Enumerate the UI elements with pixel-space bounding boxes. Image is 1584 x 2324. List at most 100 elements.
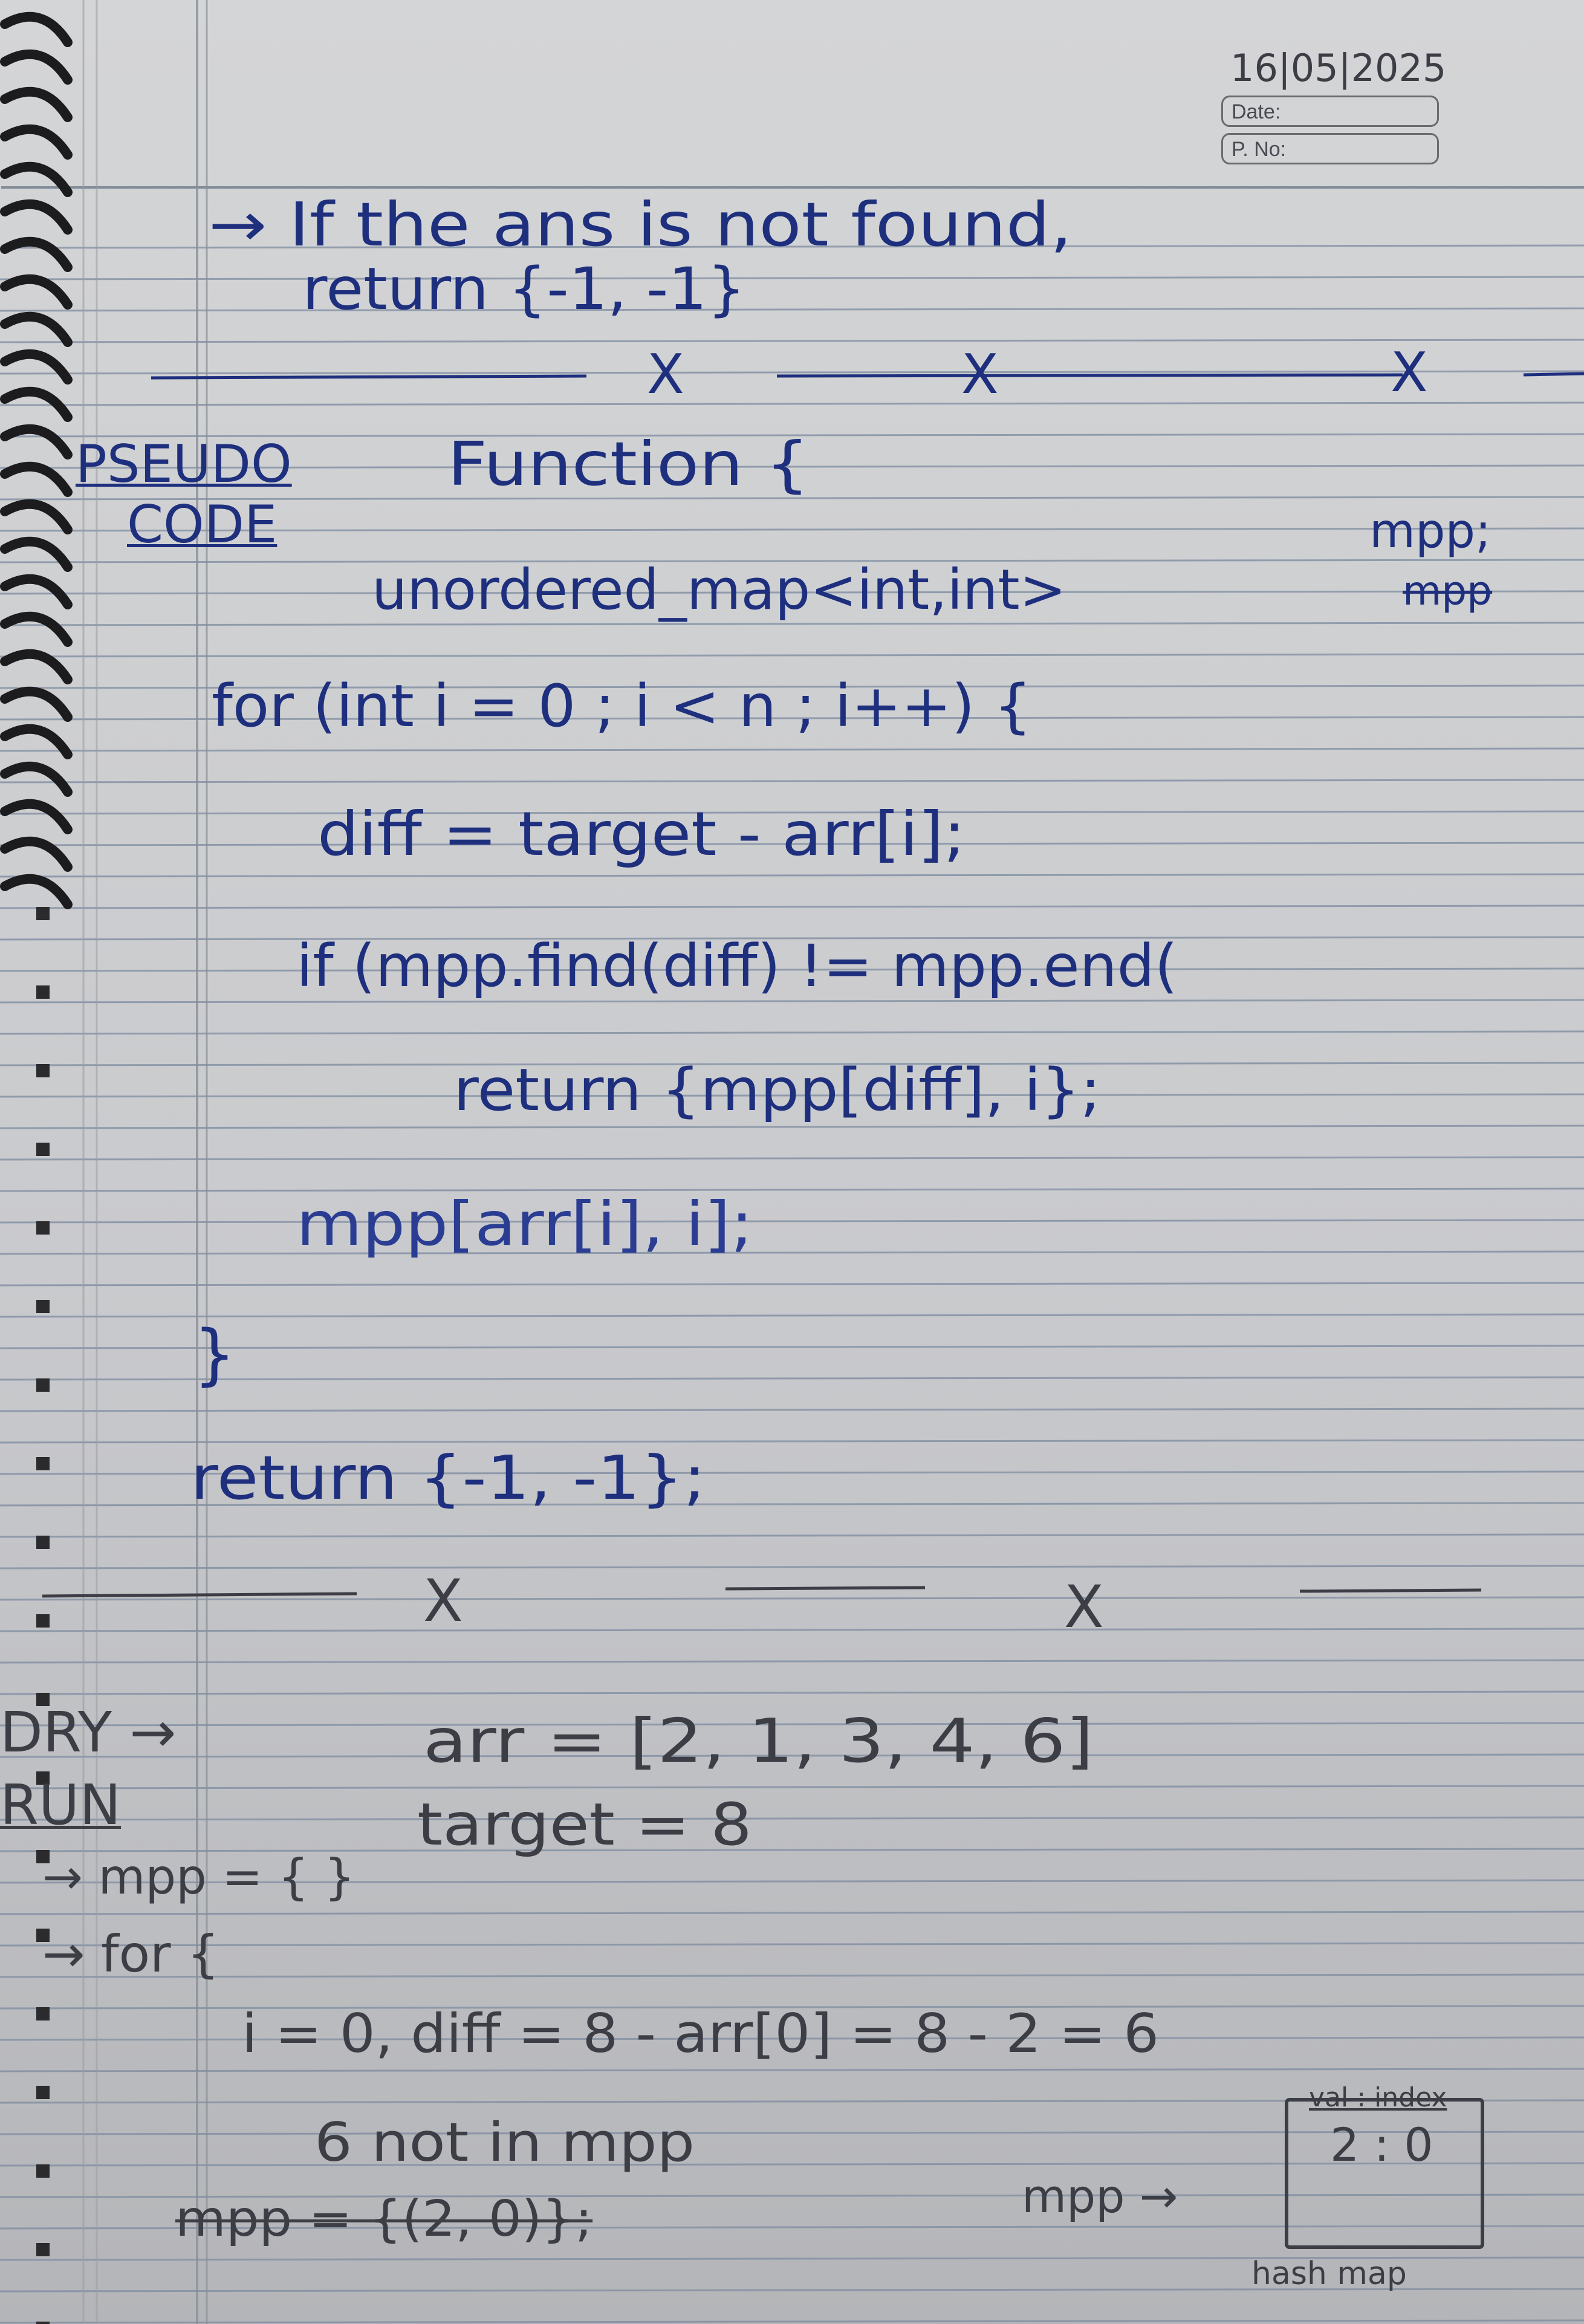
rule-line bbox=[0, 1910, 1584, 1915]
separator-1 bbox=[151, 372, 1584, 380]
punch-hole bbox=[36, 1614, 50, 1628]
rule-line bbox=[0, 1282, 1584, 1287]
arr-line: arr = [2, 1, 3, 4, 6] bbox=[423, 1706, 1094, 1776]
rule-line bbox=[0, 1533, 1584, 1538]
punch-hole bbox=[36, 1693, 50, 1706]
punch-hole bbox=[36, 1929, 50, 1942]
rule-line bbox=[0, 747, 1584, 752]
spiral-ring bbox=[0, 724, 73, 759]
rule-line bbox=[0, 1062, 1584, 1066]
spiral-ring bbox=[0, 574, 73, 609]
rule-line bbox=[0, 842, 1584, 846]
spiral-ring bbox=[0, 649, 73, 684]
rule-line bbox=[0, 1848, 1584, 1852]
rule-line bbox=[0, 1628, 1584, 1632]
rule-line bbox=[0, 527, 1584, 532]
rule-line bbox=[0, 2193, 1584, 2198]
close-brace: } bbox=[193, 1316, 236, 1393]
punch-hole bbox=[36, 1300, 50, 1313]
punch-hole bbox=[36, 2322, 50, 2324]
spiral-ring bbox=[0, 761, 73, 797]
rule-line bbox=[0, 1470, 1584, 1475]
punch-hole bbox=[36, 2086, 50, 2099]
rule-line bbox=[0, 2288, 1584, 2293]
mpp-arrow: mpp → bbox=[1022, 2169, 1178, 2223]
separator-mark: X bbox=[1391, 341, 1428, 404]
rule-line bbox=[0, 401, 1584, 406]
rule-line bbox=[0, 684, 1584, 689]
spiral-ring bbox=[0, 274, 73, 310]
rule-line bbox=[0, 2036, 1584, 2041]
rule-line bbox=[0, 1502, 1584, 1507]
punch-hole bbox=[36, 1064, 50, 1077]
rule-line bbox=[0, 2225, 1584, 2230]
for-loop-line: for (int i = 0 ; i < n ; i++) { bbox=[212, 672, 1032, 740]
function-open: Function { bbox=[447, 429, 810, 499]
date-label: Date: bbox=[1232, 100, 1281, 123]
rule-line bbox=[0, 873, 1584, 878]
spiral-ring bbox=[0, 161, 73, 197]
map-variable: mpp; bbox=[1369, 504, 1491, 559]
rule-line bbox=[0, 339, 1584, 343]
separator-mark: X bbox=[961, 343, 999, 406]
rule-line bbox=[0, 2068, 1584, 2072]
rule-line bbox=[0, 2256, 1584, 2261]
target-line: target = 8 bbox=[417, 1791, 752, 1858]
rule-line bbox=[0, 1722, 1584, 1727]
mpp-init-line: → mpp = { } bbox=[42, 1849, 355, 1905]
if-line: if (mpp.find(diff) != mpp.end( bbox=[296, 932, 1178, 1000]
rule-line bbox=[0, 967, 1584, 972]
punch-hole bbox=[36, 1850, 50, 1863]
spiral-ring bbox=[0, 611, 73, 647]
note-line-2: return {-1, -1} bbox=[302, 255, 746, 323]
spiral-ring bbox=[0, 86, 73, 122]
spiral-ring bbox=[0, 349, 73, 385]
rule-line bbox=[0, 433, 1584, 438]
punch-hole bbox=[36, 1457, 50, 1470]
punch-hole bbox=[36, 907, 50, 920]
spiral-ring bbox=[0, 499, 73, 534]
punch-hole bbox=[36, 2007, 50, 2021]
rule-line bbox=[0, 1093, 1584, 1098]
rule-line bbox=[0, 2131, 1584, 2135]
rule-line bbox=[0, 559, 1584, 563]
hash-map-header: val : index bbox=[1309, 2082, 1447, 2113]
spiral-ring bbox=[0, 386, 73, 422]
punch-hole bbox=[36, 1143, 50, 1156]
assign-line: mpp[arr[i], i]; bbox=[296, 1189, 753, 1259]
spiral-ring bbox=[0, 424, 73, 459]
separator-mark: X bbox=[647, 343, 684, 406]
map-variable-struck: mpp bbox=[1403, 568, 1493, 614]
spiral-ring bbox=[0, 536, 73, 572]
return-found-line: return {mpp[diff], i}; bbox=[453, 1056, 1101, 1124]
dry-run-label-line-2: RUN bbox=[0, 1773, 122, 1837]
rule-line bbox=[0, 276, 1584, 281]
spiral-ring bbox=[0, 236, 73, 272]
rule-line bbox=[0, 1596, 1584, 1601]
spiral-ring bbox=[0, 124, 73, 160]
spiral-ring bbox=[0, 686, 73, 722]
dry-run-label-line-1: DRY → bbox=[0, 1700, 177, 1765]
punch-hole bbox=[36, 1378, 50, 1392]
spiral-ring bbox=[0, 311, 73, 347]
rule-line bbox=[0, 496, 1584, 501]
mpp-update-struck: mpp = {(2, 0)}; bbox=[175, 2190, 593, 2248]
rule-line bbox=[0, 1439, 1584, 1444]
punch-hole bbox=[36, 1221, 50, 1235]
rule-line bbox=[0, 1187, 1584, 1192]
date-field: Date: bbox=[1221, 96, 1439, 127]
rule-line bbox=[0, 1313, 1584, 1318]
page-number-label: P. No: bbox=[1232, 138, 1287, 161]
handwritten-date: 16|05|2025 bbox=[1230, 46, 1447, 90]
spiral-ring bbox=[0, 799, 73, 834]
rule-line bbox=[0, 1879, 1584, 1884]
rule-line bbox=[0, 1690, 1584, 1695]
rule-line bbox=[0, 1816, 1584, 1821]
separator-mark: X bbox=[1064, 1573, 1104, 1641]
rule-line bbox=[0, 2005, 1584, 2010]
rule-line bbox=[0, 1156, 1584, 1161]
hash-map-caption: hash map bbox=[1251, 2256, 1407, 2292]
rule-line bbox=[0, 590, 1584, 595]
rule-line bbox=[0, 1942, 1584, 1947]
